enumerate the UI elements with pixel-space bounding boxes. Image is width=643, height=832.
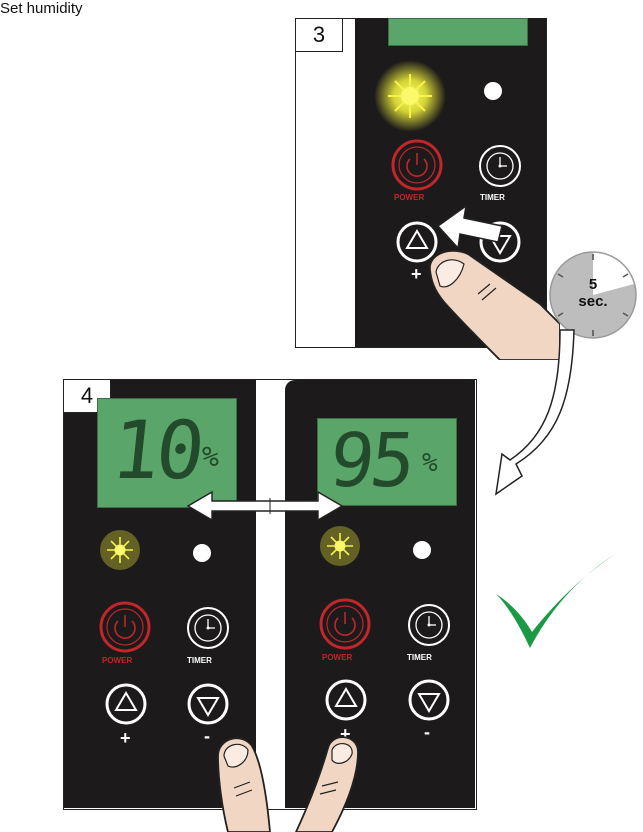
step-3-indicator-dot: [484, 82, 502, 100]
transition-arrow-icon: [495, 329, 575, 496]
step-4-left-light-icon: [100, 530, 140, 570]
timer-badge-unit: sec.: [578, 293, 608, 310]
step-4-right-power-label: POWER: [322, 653, 353, 662]
step-3-up-button[interactable]: [395, 220, 439, 264]
instruction-caption: Set humidity: [0, 0, 83, 17]
step-4-number: 4: [63, 379, 111, 413]
step-4-right-plus-label: +: [340, 724, 351, 744]
range-double-arrow-icon: [186, 490, 344, 522]
timer-badge-value: 5: [588, 276, 598, 293]
step-4-right-timer-button[interactable]: [407, 603, 451, 647]
step-4-left-minus-label: -: [204, 726, 210, 746]
step-4-left-power-button[interactable]: [96, 600, 154, 658]
step-3-power-label: POWER: [394, 193, 425, 202]
step-3-glow-light-icon: [374, 60, 446, 132]
step-4-right-light-icon: [320, 526, 360, 566]
step-4-right-power-button[interactable]: [316, 597, 374, 655]
step-3-display: [388, 18, 528, 46]
left-humidity-value: 10: [107, 404, 206, 497]
step-4-left-down-button[interactable]: [186, 682, 230, 726]
step-4-right-display: [317, 418, 457, 506]
step-3-power-button[interactable]: [388, 138, 446, 196]
step-4-left-finger-icon: [217, 737, 271, 832]
step-4-left-up-button[interactable]: [104, 682, 148, 726]
step-4-right-finger-icon: [295, 736, 359, 832]
step-4-right-timer-label: TIMER: [407, 653, 432, 662]
step-4-right-up-button[interactable]: [324, 678, 368, 722]
step-4-left-display: [97, 398, 237, 508]
step-4-left-plus-label: +: [120, 728, 131, 748]
step-4-left-dot: [193, 544, 211, 562]
right-humidity-unit: %: [422, 448, 438, 478]
left-humidity-unit: %: [202, 440, 219, 473]
step-4-right-down-button[interactable]: [407, 678, 451, 722]
step-3-finger-icon: [429, 249, 560, 360]
step-3-plus-label: +: [411, 264, 422, 284]
success-check-icon: [496, 550, 622, 648]
step-4-left-timer-label: TIMER: [187, 656, 212, 665]
step-4-right-minus-label: -: [424, 722, 430, 742]
timer-badge-icon: [549, 251, 637, 339]
step-3-timer-label: TIMER: [480, 193, 505, 202]
step-4-left-timer-button[interactable]: [186, 606, 230, 650]
step-3-number: 3: [295, 18, 343, 52]
press-arrow-icon: [436, 204, 503, 250]
step-4-left-power-label: POWER: [102, 656, 133, 665]
step-3-timer-button[interactable]: [478, 144, 522, 188]
step-4-right-dot: [413, 541, 431, 559]
